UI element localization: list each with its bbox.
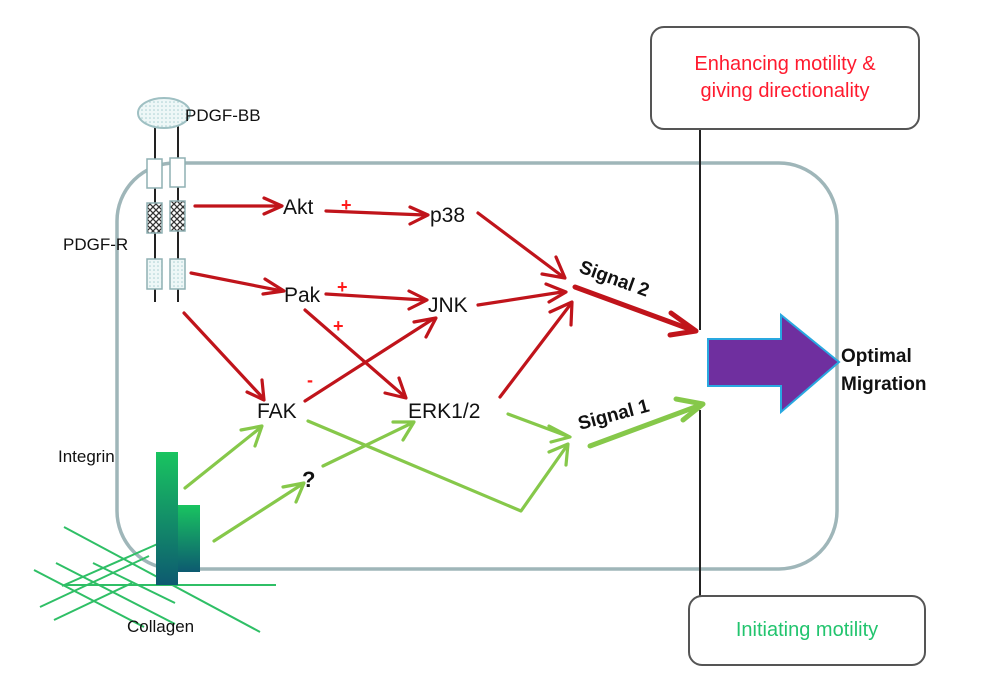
modifier-pak-jnk: + <box>337 277 348 297</box>
node-akt: Akt <box>283 196 314 219</box>
outcome-label: Optimal Migration <box>841 343 927 399</box>
receptor-label: PDGF-R <box>63 235 128 254</box>
collagen-label: Collagen <box>127 617 194 636</box>
callout-initiating-motility: Initiating motility <box>688 595 926 666</box>
arrow-integrin-fak <box>183 424 264 490</box>
arrow-p38-signal2 <box>476 211 567 280</box>
outcome-line2: Migration <box>841 374 927 395</box>
integrin <box>156 452 200 585</box>
integrin-pathway-arrows <box>183 396 706 543</box>
outcome-line1: Optimal <box>841 346 912 367</box>
cell-membrane <box>115 161 839 571</box>
arrow-akt-p38 <box>324 205 430 226</box>
arrow-pak-erk <box>303 308 408 400</box>
callout-top-line1: Enhancing motility & <box>694 53 876 75</box>
callout-bottom-text: Initiating motility <box>735 619 879 641</box>
arrow-pak-jnk <box>324 289 429 311</box>
pdgf-bb-ligand <box>137 97 191 129</box>
modifier-fak-jnk: - <box>307 370 313 390</box>
arrow-erk-signal1 <box>506 412 572 444</box>
node-pak: Pak <box>284 284 321 307</box>
arrow-pdgfr-pak <box>189 271 286 296</box>
integrin-label: Integrin <box>58 447 115 466</box>
modifier-pak-erk: + <box>333 316 344 336</box>
pdgf-receptor <box>137 97 191 302</box>
node-erk: ERK1/2 <box>408 400 480 423</box>
callout-top-line2: giving directionality <box>700 80 870 102</box>
arrow-integrin-unknown <box>212 481 306 543</box>
unknown-mediator-label: ? <box>302 467 315 492</box>
arrow-erk-signal2 <box>498 300 574 399</box>
node-jnk: JNK <box>428 294 468 317</box>
callout-enhancing-motility: Enhancing motility & giving directionali… <box>650 26 920 130</box>
arrow-jnk-signal2 <box>476 282 568 307</box>
node-p38: p38 <box>430 204 465 227</box>
arrow-fak-signal1 <box>306 419 570 513</box>
arrow-pdgfr-akt <box>193 196 284 216</box>
pdgf-pathway-arrows <box>182 196 699 403</box>
arrow-fak-jnk <box>303 316 438 403</box>
node-fak: FAK <box>257 400 297 423</box>
arrow-signal2-outcome <box>572 284 699 338</box>
signal-2-label: Signal 2 <box>576 257 652 302</box>
ligand-label: PDGF-BB <box>185 106 261 125</box>
modifier-akt-p38: + <box>341 195 352 215</box>
arrow-pdgfr-fak <box>182 311 266 402</box>
optimal-migration-arrow <box>707 312 841 415</box>
arrow-signal1-outcome <box>587 396 706 449</box>
